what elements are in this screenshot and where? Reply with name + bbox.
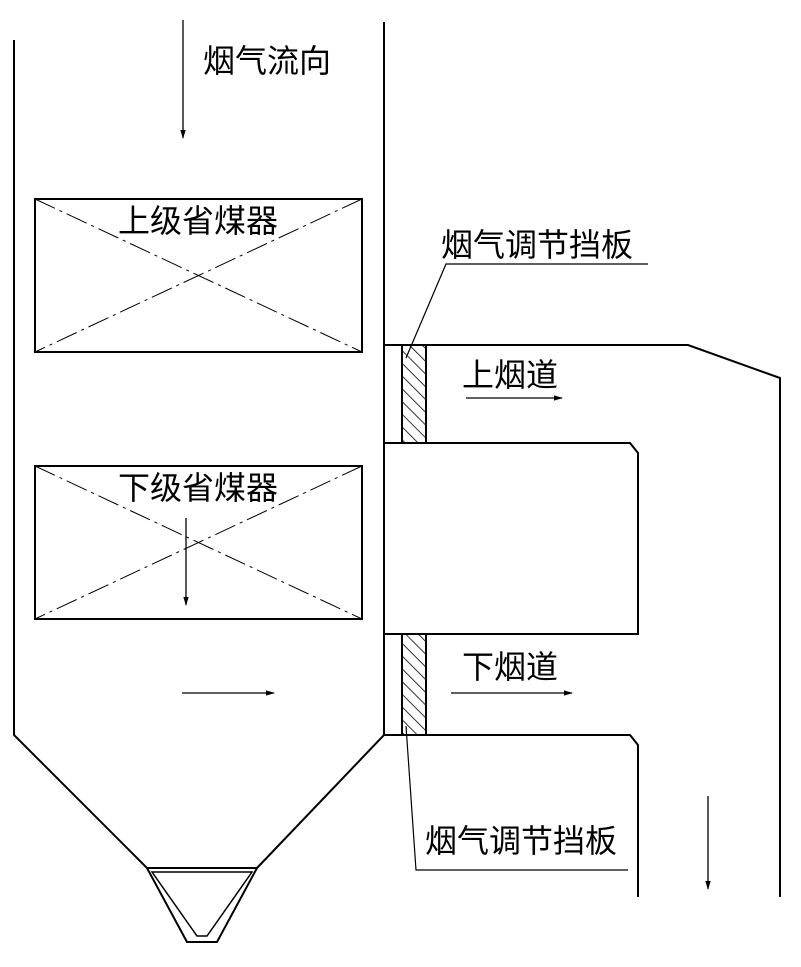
lower-economizer-box [34,465,363,620]
lower-damper-body [401,633,427,736]
shaft-left-wall [13,40,148,869]
upper-duct-label: 上烟道 [462,356,558,394]
divider-block [384,442,639,635]
upper-damper [401,344,427,444]
damper-top-leader [405,263,648,359]
damper-bottom-leader [405,725,628,871]
upper-economizer-box [34,198,363,353]
damper-bottom-label: 烟气调节挡板 [425,822,617,860]
upper-economizer-diagonal [34,198,363,353]
shaft-right-wall [256,22,385,869]
upper-economizer: 上级省煤器 [34,198,363,353]
hopper-outlet [146,867,258,943]
lower-duct-bottom-wall [384,734,639,897]
lower-economizer-diagonal [34,465,363,620]
main-shaft [13,22,385,943]
flue-ducts [384,344,781,897]
lower-duct-label: 下烟道 [462,648,558,686]
flue-gas-flow-label: 烟气流向 [203,42,331,80]
damper-top-label: 烟气调节挡板 [441,226,633,264]
upper-duct-top-wall [384,344,781,897]
lower-damper [401,633,427,736]
upper-damper-body [401,344,427,444]
upper-economizer-label: 上级省煤器 [118,202,278,240]
lower-economizer-label: 下级省煤器 [118,469,278,507]
lower-economizer: 下级省煤器 [34,465,363,620]
hopper-inner [150,871,254,937]
